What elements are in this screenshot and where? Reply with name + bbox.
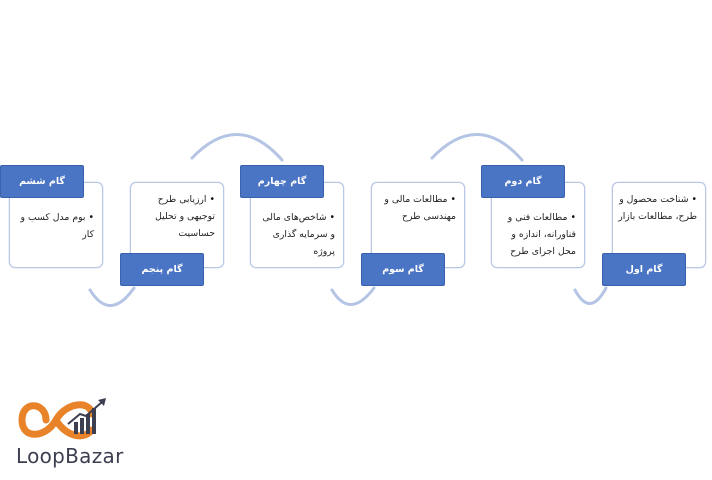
infinity-chart-icon <box>18 398 106 440</box>
bullet-icon: • <box>88 212 94 223</box>
bullet-icon: • <box>209 194 215 205</box>
step4-label: گام چهارم <box>240 165 324 198</box>
step1-text: •شناخت محصول و طرح، مطالعات بازار <box>617 191 697 225</box>
bullet-icon: • <box>570 212 576 223</box>
arc-step1-to-step2 <box>573 286 608 305</box>
step3-label: گام سوم <box>361 253 445 286</box>
step1-label: گام اول <box>602 253 686 286</box>
step2-label: گام دوم <box>481 165 565 198</box>
arc-step2-to-step3 <box>430 133 524 162</box>
loopbazar-logo: LoopBazar <box>16 392 146 472</box>
bullet-icon: • <box>691 194 697 205</box>
step6-label: گام ششم <box>0 165 84 198</box>
bullet-icon: • <box>329 212 335 223</box>
step3-text: •مطالعات مالی و مهندسی طرح <box>376 191 456 225</box>
bullet-icon: • <box>450 194 456 205</box>
step2-text: •مطالعات فنی و فناورانه، اندازه و محل اج… <box>496 209 576 260</box>
arc-step3-to-step4 <box>330 286 376 306</box>
arc-step5-to-step6 <box>88 286 136 307</box>
step5-text: •ارزیابی طرح توجیهی و تحلیل حساسیت <box>135 191 215 242</box>
step6-text: •بوم مدل کسب و کار <box>14 209 94 243</box>
logo-text: LoopBazar <box>16 444 124 468</box>
step4-text: •شاخص‌های مالی و سرمایه گذاری پروژه <box>255 209 335 260</box>
arc-step4-to-step5 <box>190 133 284 162</box>
step5-label: گام پنجم <box>120 253 204 286</box>
